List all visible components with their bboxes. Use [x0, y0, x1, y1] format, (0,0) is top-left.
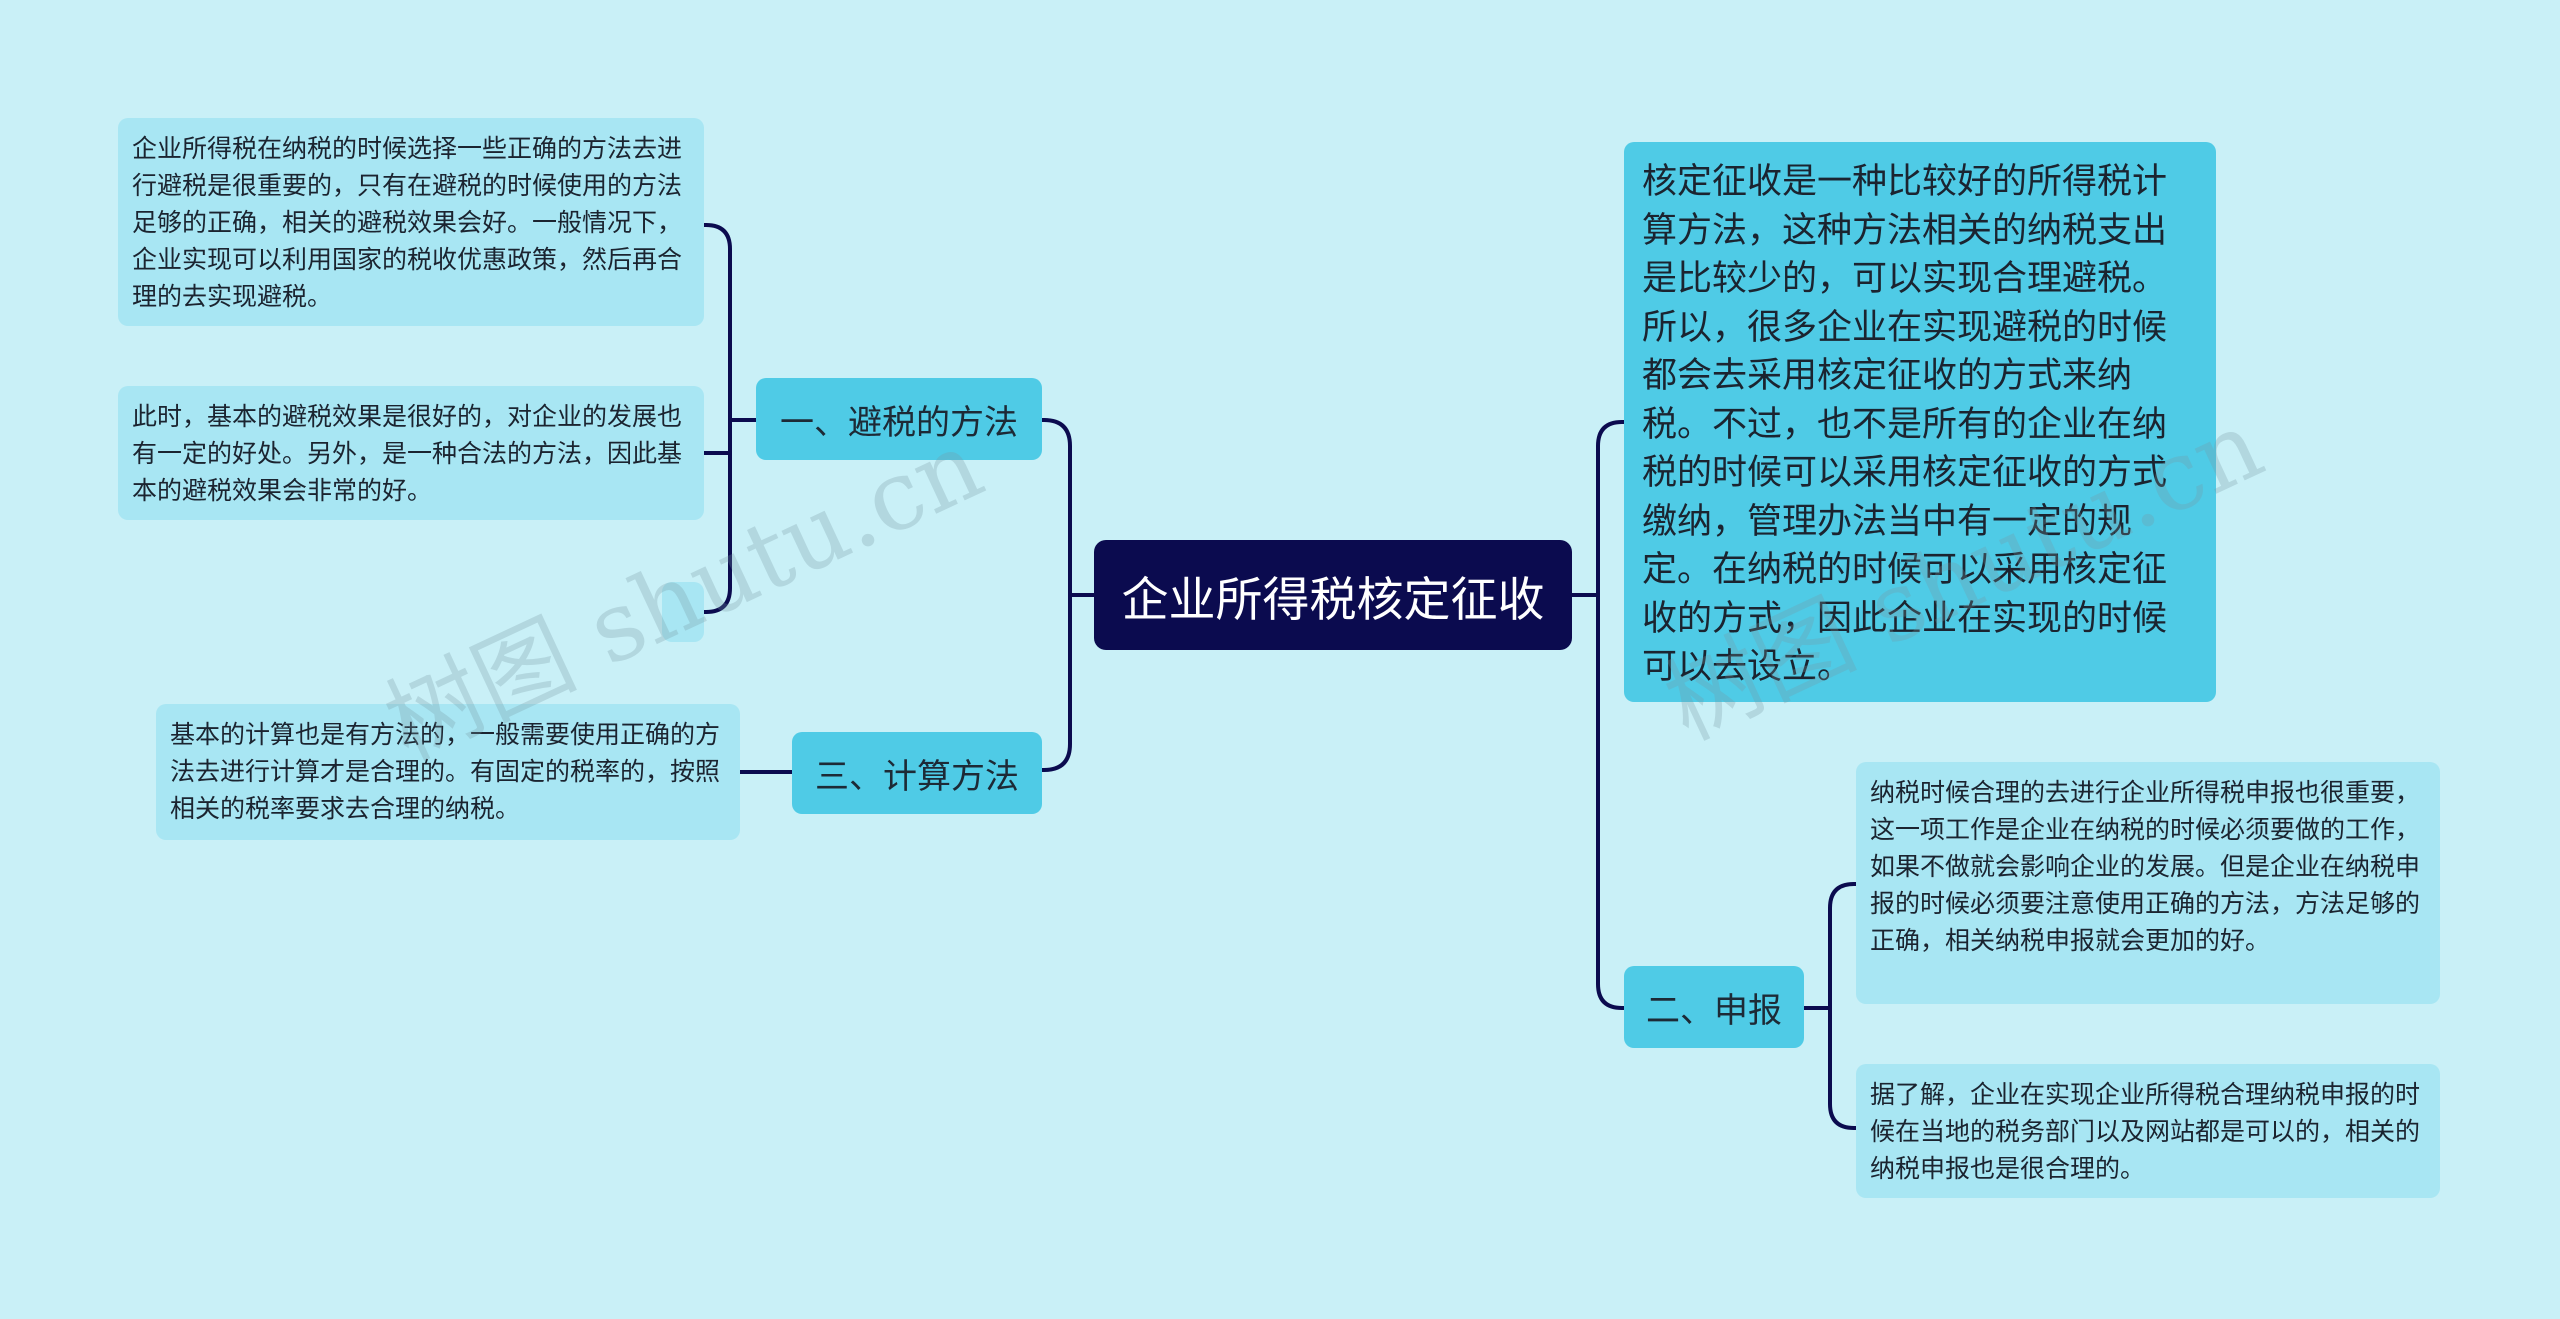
leaf-declaration-channels[interactable]: 据了解，企业在实现企业所得税合理纳税申报的时候在当地的税务部门以及网站都是可以的… — [1856, 1064, 2440, 1198]
branch-declaration[interactable]: 二、申报 — [1624, 966, 1804, 1048]
branch-calculation-method[interactable]: 三、计算方法 — [792, 732, 1042, 814]
leaf-avoidance-intro[interactable]: 企业所得税在纳税的时候选择一些正确的方法去进行避税是很重要的，只有在避税的时候使… — [118, 118, 704, 326]
leaf-calculation[interactable]: 基本的计算也是有方法的，一般需要使用正确的方法去进行计算才是合理的。有固定的税率… — [156, 704, 740, 840]
root-node[interactable]: 企业所得税核定征收 — [1094, 540, 1572, 650]
leaf-text: 企业所得税在纳税的时候选择一些正确的方法去进行避税是很重要的，只有在避税的时候使… — [132, 134, 683, 311]
root-title: 企业所得税核定征收 — [1121, 572, 1545, 628]
leaf-text: 纳税时候合理的去进行企业所得税申报也很重要，这一项工作是企业在纳税的时候必须要做… — [1870, 778, 2421, 955]
branch-label: 一、避税的方法 — [780, 402, 1018, 443]
leaf-text: 核定征收是一种比较好的所得税计算方法，这种方法相关的纳税支出是比较少的，可以实现… — [1642, 162, 2168, 687]
connector-right-trunk — [1596, 420, 1624, 1010]
connector-left-trunk — [1042, 418, 1072, 772]
connector-b2-trunk — [1828, 882, 1856, 1130]
leaf-text: 据了解，企业在实现企业所得税合理纳税申报的时候在当地的税务部门以及网站都是可以的… — [1870, 1080, 2421, 1183]
leaf-text: 此时，基本的避税效果是很好的，对企业的发展也有一定的好处。另外，是一种合法的方法… — [132, 402, 683, 505]
leaf-declaration-importance[interactable]: 纳税时候合理的去进行企业所得税申报也很重要，这一项工作是企业在纳税的时候必须要做… — [1856, 762, 2440, 1004]
leaf-empty[interactable] — [662, 582, 704, 642]
branch-tax-avoidance-methods[interactable]: 一、避税的方法 — [756, 378, 1042, 460]
branch-label: 三、计算方法 — [815, 756, 1019, 797]
leaf-avoidance-effect[interactable]: 此时，基本的避税效果是很好的，对企业的发展也有一定的好处。另外，是一种合法的方法… — [118, 386, 704, 520]
branch-label: 二、申报 — [1646, 990, 1782, 1031]
connector-b1-trunk — [704, 223, 732, 614]
leaf-text: 基本的计算也是有方法的，一般需要使用正确的方法去进行计算才是合理的。有固定的税率… — [170, 720, 721, 823]
leaf-assessed-collection[interactable]: 核定征收是一种比较好的所得税计算方法，这种方法相关的纳税支出是比较少的，可以实现… — [1624, 142, 2216, 702]
